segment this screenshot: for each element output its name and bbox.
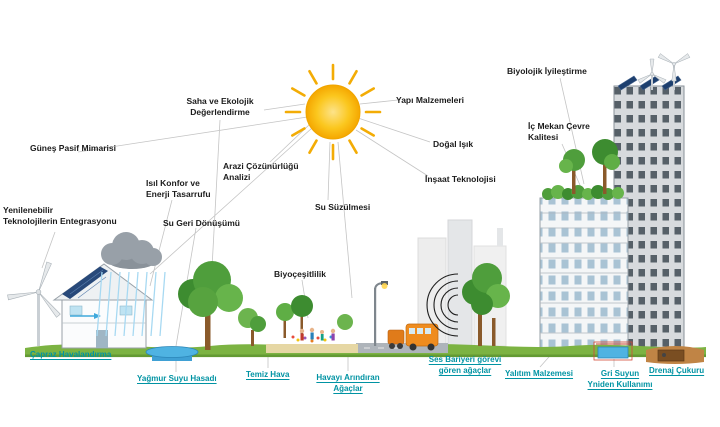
label-line: Saha ve Ekolojik [186, 96, 254, 106]
wind-turbine-icon [7, 261, 61, 346]
label-line: Analizi [223, 171, 251, 182]
label-yalitim-malzemesi: Yalıtım Malzemesi [505, 369, 573, 380]
rain-icon [96, 271, 166, 337]
label-capraz-havalandirma: Çapraz Havalandırma [30, 350, 111, 361]
label-saha-ekolojik: Saha ve Ekolojik Değerlendirme [176, 96, 264, 117]
label-line: Biyoçeşitlilik [274, 269, 326, 279]
pond-icon [145, 346, 199, 361]
greywater-tank-icon [593, 341, 633, 361]
label-su-geri-donusumu: Su Geri Dönüşümü [163, 218, 240, 229]
label-isil-konfor: Isıl Konfor ve Enerji Tasarrufu [146, 178, 236, 199]
solar-house-icon [52, 263, 154, 349]
label-yapi-malzemeleri: Yapı Malzemeleri [396, 95, 464, 106]
label-line: Çapraz Havalandırma [30, 350, 112, 359]
label-line: Yalıtım Malzemesi [505, 369, 574, 378]
label-line: Yenilenebilir [3, 205, 54, 215]
label-line: İç Mekan Çevre [528, 121, 590, 131]
bus-icon [387, 323, 439, 351]
label-line: Doğal Işık [433, 139, 474, 149]
label-line: Isıl Konfor ve [146, 178, 200, 188]
label-line: Yniden Kullanımı [587, 379, 653, 389]
label-line: İnşaat Teknolojisi [425, 174, 496, 184]
label-line: Yapı Malzemeleri [396, 95, 465, 105]
label-gri-suyun-kullanimi: Gri Suyun Yniden Kullanımı [582, 369, 658, 391]
label-line: Biyolojik İyileştirme [507, 66, 587, 76]
noise-barrier-tree-icon [462, 263, 510, 346]
green-roof-building-icon [539, 139, 629, 351]
label-line: Güneş Pasif Mimarisi [30, 143, 116, 153]
label-ic-mekan-cevre: İç Mekan Çevre Kalitesi [528, 121, 608, 142]
label-line: Değerlendirme [190, 106, 250, 117]
label-yagmur-suyu-hasadi: Yağmur Suyu Hasadı [137, 374, 217, 385]
rain-cloud-icon [96, 232, 166, 337]
label-arazi-analizi: Arazi Çözünürlüğü Analizi [223, 161, 313, 182]
label-biyolojik-iyilestirme: Biyolojik İyileştirme [507, 66, 587, 77]
label-line: Ağaçlar [333, 383, 363, 393]
park-path [266, 344, 358, 353]
label-temiz-hava: Temiz Hava [246, 370, 289, 381]
label-line: Kalitesi [528, 131, 559, 142]
label-line: Su Süzülmesi [315, 202, 371, 212]
label-gunes-pasif-mimarisi: Güneş Pasif Mimarisi [30, 143, 116, 154]
noise-arcs-icon [426, 273, 459, 337]
label-ses-bariyeri-agaclar: Ses Bariyeri görevi gören ağaçlar [417, 355, 513, 377]
label-line: Teknolojilerin Entegrasyonu [3, 215, 117, 226]
label-line: Su Geri Dönüşümü [163, 218, 240, 228]
label-drenaj-cukuru: Drenaj Çukuru [649, 366, 704, 377]
park-people-icon [276, 295, 353, 343]
label-line: Gri Suyun [600, 369, 640, 378]
label-line: Arazi Çözünürlüğü [223, 161, 299, 171]
label-line: Yağmur Suyu Hasadı [137, 374, 217, 383]
label-insaat-teknolojisi: İnşaat Teknolojisi [425, 174, 496, 185]
label-line: Drenaj Çukuru [649, 366, 705, 375]
label-yenilenebilir-teknolojiler: Yenilenebilir Teknolojilerin Entegrasyon… [3, 205, 153, 226]
green-roof-vegetation-icon [542, 139, 624, 200]
label-su-suzulmesi: Su Süzülmesi [315, 202, 370, 213]
label-line: Havayı Arındıran [316, 373, 380, 382]
drainage-pit-icon [646, 346, 704, 364]
tree-icon [178, 261, 266, 350]
label-dogal-isik: Doğal Işık [433, 139, 473, 150]
label-biyocesitlilik: Biyoçeşitlilik [274, 269, 326, 280]
label-line: Enerji Tasarrufu [146, 188, 211, 199]
label-line: gören ağaçlar [438, 365, 492, 375]
label-line: Ses Bariyeri görevi [428, 355, 502, 364]
sun-icon [284, 63, 382, 161]
street-lamp-icon [374, 281, 388, 346]
rooftop-wind-turbines-icon [637, 53, 691, 90]
label-havayi-arindiran-agaclar: Havayı Arındıran Ağaçlar [308, 373, 388, 395]
label-line: Temiz Hava [246, 370, 290, 379]
